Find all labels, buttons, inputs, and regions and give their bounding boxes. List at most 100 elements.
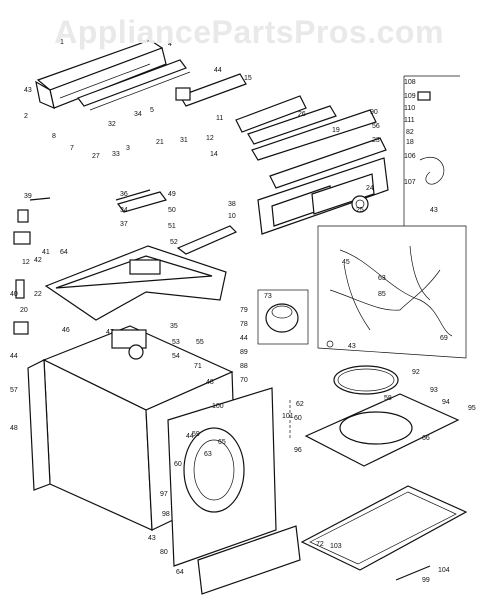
callout-label: 62 bbox=[296, 401, 304, 408]
callout-label: 40 bbox=[10, 291, 18, 298]
control-console bbox=[257, 157, 389, 235]
callout-label: 2 bbox=[24, 113, 28, 120]
callout-label: 103 bbox=[330, 543, 342, 550]
callout-label: 48 bbox=[206, 379, 214, 386]
callout-label: 56 bbox=[372, 123, 380, 130]
callout-label: 42 bbox=[34, 257, 42, 264]
callout-label: 20 bbox=[20, 307, 28, 314]
top-cover bbox=[44, 245, 227, 321]
callout-label: 90 bbox=[370, 109, 378, 116]
callout-label: 18 bbox=[406, 139, 414, 146]
callout-label: 51 bbox=[168, 223, 176, 230]
callout-label: 92 bbox=[412, 369, 420, 376]
base-assembly bbox=[289, 365, 468, 581]
callout-label: 110 bbox=[404, 105, 415, 112]
callout-label: 34 bbox=[134, 111, 142, 118]
callout-label: 98 bbox=[162, 511, 170, 518]
callout-label: 24 bbox=[366, 185, 374, 192]
callout-label: 50 bbox=[168, 207, 176, 214]
callout-label: 59 bbox=[192, 431, 200, 438]
right-parts-column bbox=[403, 75, 460, 226]
callout-label: 15 bbox=[244, 75, 252, 82]
callout-label: 101 bbox=[282, 413, 294, 420]
callout-label: 34 bbox=[120, 207, 128, 214]
callout-label: 93 bbox=[430, 387, 438, 394]
callout-label: 43 bbox=[430, 207, 438, 214]
callout-label: 94 bbox=[442, 399, 450, 406]
callout-label: 35 bbox=[170, 323, 178, 330]
callout-label: 65 bbox=[218, 439, 226, 446]
callout-label: 44 bbox=[186, 433, 194, 440]
front-panel bbox=[167, 387, 301, 595]
callout-label: 1 bbox=[60, 39, 64, 46]
callout-label: 14 bbox=[210, 151, 218, 158]
callout-label: 63 bbox=[204, 451, 212, 458]
callout-label: 85 bbox=[378, 291, 386, 298]
callout-label: 48 bbox=[10, 425, 18, 432]
callout-label: 21 bbox=[156, 139, 164, 146]
callout-label: 60 bbox=[294, 415, 302, 422]
callout-label: 22 bbox=[34, 291, 42, 298]
callout-label: 100 bbox=[212, 403, 224, 410]
callout-label: 95 bbox=[468, 405, 476, 412]
callout-label: 53 bbox=[172, 339, 180, 346]
callout-label: 55 bbox=[196, 339, 204, 346]
callout-label: 32 bbox=[108, 121, 116, 128]
callout-label: 8 bbox=[52, 133, 56, 140]
callout-label: 70 bbox=[240, 377, 248, 384]
top-rail-assembly bbox=[35, 39, 387, 189]
callout-label: 33 bbox=[112, 151, 120, 158]
callout-label: 99 bbox=[422, 577, 430, 584]
callout-label: 4 bbox=[168, 41, 172, 48]
callout-label: 71 bbox=[194, 363, 202, 370]
callout-label: 23 bbox=[372, 137, 380, 144]
motor bbox=[257, 289, 309, 345]
callout-label: 82 bbox=[406, 129, 414, 136]
callout-label: 19 bbox=[332, 127, 340, 134]
callout-label: 58 bbox=[384, 395, 392, 402]
callout-label: 111 bbox=[404, 117, 415, 124]
callout-label: 69 bbox=[440, 335, 448, 342]
callout-labels: 43 2 1 4 8 7 5 44 15 32 34 3 27 33 21 31… bbox=[10, 39, 476, 584]
callout-label: 45 bbox=[342, 259, 350, 266]
callout-label: 26 bbox=[298, 111, 306, 118]
callout-label: 39 bbox=[24, 193, 32, 200]
callout-label: 89 bbox=[240, 349, 248, 356]
callout-label: 47 bbox=[106, 329, 114, 336]
callout-label: 5 bbox=[150, 107, 154, 114]
callout-label: 88 bbox=[240, 363, 248, 370]
callout-label: 44 bbox=[240, 335, 248, 342]
callout-label: 11 bbox=[216, 115, 223, 122]
callout-label: 52 bbox=[170, 239, 178, 246]
callout-label: 3 bbox=[126, 145, 130, 152]
callout-label: 37 bbox=[120, 221, 128, 228]
callout-label: 60 bbox=[174, 461, 182, 468]
callout-label: 80 bbox=[160, 549, 168, 556]
callout-label: 41 bbox=[42, 249, 50, 256]
watermark: AppliancePartsPros.com bbox=[54, 14, 444, 50]
callout-label: 63 bbox=[378, 275, 386, 282]
callout-label: 54 bbox=[172, 353, 180, 360]
callout-label: 107 bbox=[404, 179, 416, 186]
callout-label: 108 bbox=[404, 79, 416, 86]
callout-label: 106 bbox=[404, 153, 416, 160]
callout-label: 27 bbox=[92, 153, 100, 160]
callout-label: 46 bbox=[62, 327, 70, 334]
callout-label: 43 bbox=[348, 343, 356, 350]
callout-label: 64 bbox=[60, 249, 68, 256]
callout-label: 57 bbox=[10, 387, 18, 394]
callout-label: 44 bbox=[10, 353, 18, 360]
small-parts-left bbox=[13, 189, 238, 335]
callout-label: 72 bbox=[316, 541, 324, 548]
callout-label: 12 bbox=[206, 135, 214, 142]
callout-label: 97 bbox=[160, 491, 168, 498]
callout-label: 10 bbox=[228, 213, 236, 220]
wire-harness bbox=[317, 225, 467, 359]
callout-label: 43 bbox=[148, 535, 156, 542]
callout-label: 43 bbox=[24, 87, 32, 94]
callout-label: 96 bbox=[294, 447, 302, 454]
callout-label: 104 bbox=[438, 567, 450, 574]
callout-label: 44 bbox=[214, 67, 222, 74]
callout-label: 49 bbox=[168, 191, 176, 198]
